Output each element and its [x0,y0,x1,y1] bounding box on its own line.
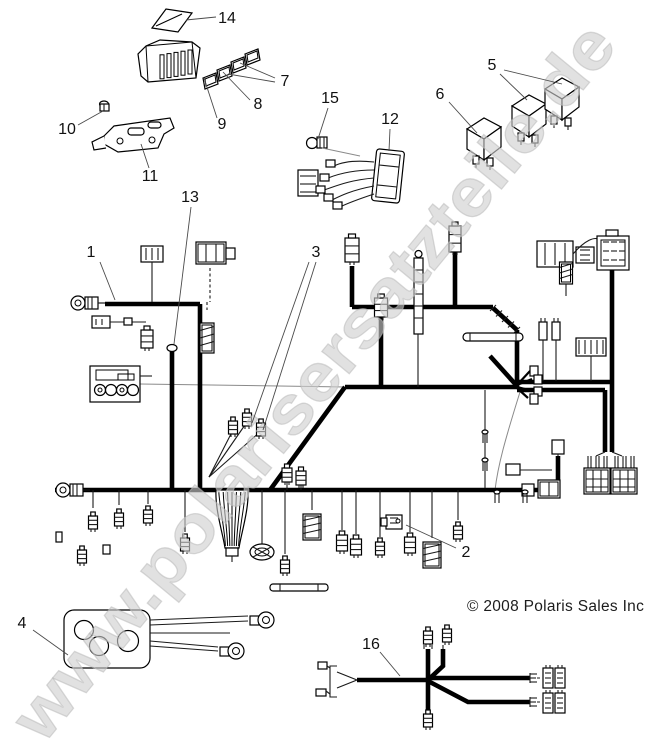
copyright-text: © 2008 Polaris Sales Inc. [467,598,645,615]
callout-leader-13 [173,206,192,345]
callout-leader-16 [379,651,401,677]
callout-leader-11 [140,143,150,169]
callout-label-7: 7 [281,73,290,90]
callout-leader-1 [99,261,116,301]
callout-leader-12 [388,128,391,152]
callout-label-12: 12 [381,111,399,128]
callout-label-4: 4 [18,615,27,632]
callout-label-16: 16 [362,636,380,653]
callout-leader-4 [32,629,69,656]
callout-label-10: 10 [58,121,76,138]
callout-leader-10 [77,110,104,126]
callout-label-1: 1 [87,244,96,261]
callout-leader-7 [239,62,276,79]
callout-leader-2 [405,524,457,549]
callout-leader-14 [185,16,217,21]
callout-label-9: 9 [218,116,227,133]
callout-leader-15 [317,107,329,140]
callout-leader-6 [448,101,478,134]
callout-leader-3 [251,261,310,424]
callout-leader-3 [262,261,317,431]
callout-label-15: 15 [321,90,339,107]
callout-label-11: 11 [142,168,159,185]
callout-leader-5 [499,73,528,101]
harness-drawing [55,8,638,730]
callout-leader-8 [222,71,251,101]
callout-label-8: 8 [254,96,263,113]
callout-label-2: 2 [462,544,471,561]
callout-leader-9 [203,77,218,119]
callout-label-5: 5 [488,57,497,74]
callout-label-14: 14 [218,10,236,27]
callout-leader-5 [503,69,563,85]
callout-label-3: 3 [312,244,321,261]
callout-label-13: 13 [181,189,199,206]
callout-leader-7 [227,73,276,83]
callout-label-6: 6 [436,86,445,103]
